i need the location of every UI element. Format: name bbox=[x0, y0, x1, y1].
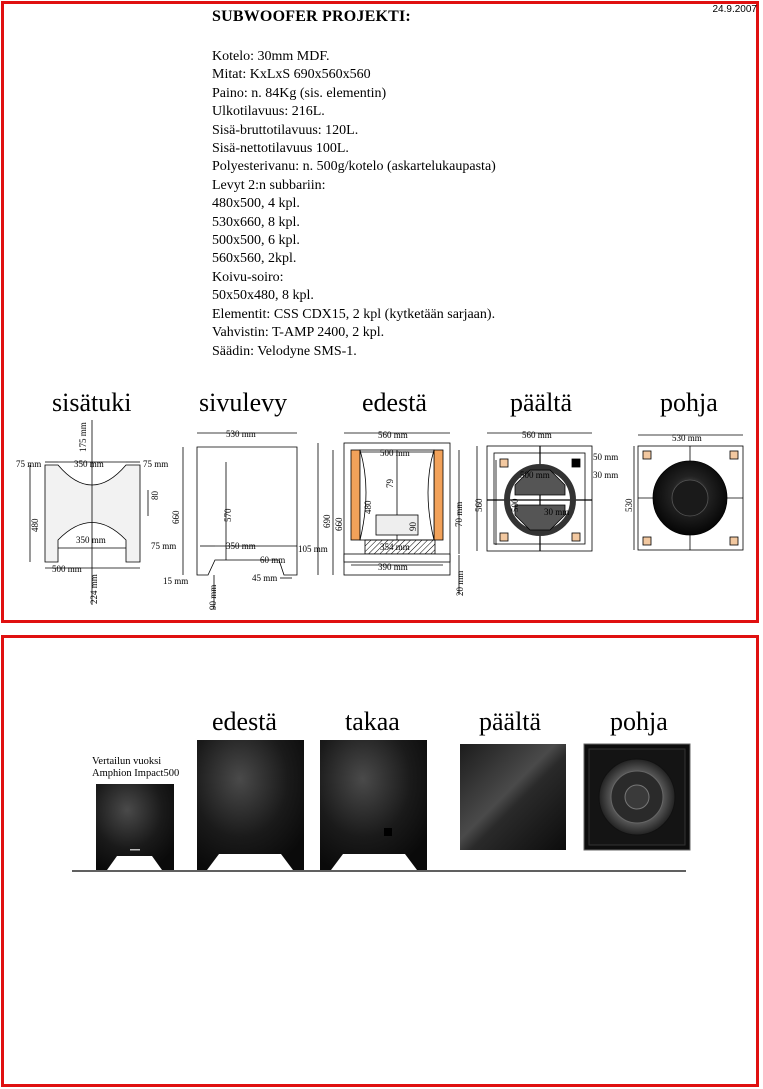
corner-block bbox=[642, 450, 652, 460]
paalta-dim-30: 30 mm bbox=[593, 470, 618, 480]
spec-line: 50x50x480, 8 kpl. bbox=[212, 288, 314, 304]
spec-line: Kotelo: 30mm MDF. bbox=[212, 49, 330, 64]
spec-line: Vahvistin: T-AMP 2400, 2 kpl. bbox=[212, 325, 385, 341]
top-label: päältä bbox=[479, 707, 542, 736]
paalta-dim-30-center: 30 mm bbox=[544, 507, 569, 517]
page-title: SUBWOOFER PROJEKTI: bbox=[212, 8, 411, 25]
corner-block bbox=[642, 536, 652, 546]
spec-line: Paino: n. 84Kg (sis. elementin) bbox=[212, 85, 387, 101]
drawings-svg: 175 mm 75 mm 350 mm 75 mm 80 480 350 mm … bbox=[16, 420, 744, 610]
sivulevy-title: sivulevy bbox=[199, 388, 288, 417]
spec-line: Mitat: KxLxS 690x560x560 bbox=[212, 67, 371, 83]
side-panel-right bbox=[433, 449, 444, 541]
paalta-dim-500-h: 500 mm bbox=[520, 470, 550, 480]
spec-line: Koivu-soiro: bbox=[212, 269, 284, 285]
spec-line: Polyesterivanu: n. 500g/kotelo (askartel… bbox=[212, 159, 496, 175]
edesta-dim-480: 480 bbox=[363, 500, 373, 514]
sisatuki-dim-75-right: 75 mm bbox=[143, 459, 168, 469]
edesta-dim-390: 390 mm bbox=[378, 562, 408, 572]
sivulevy-dim-105: 105 mm bbox=[298, 544, 328, 554]
spec-list: Kotelo: 30mm MDF. Mitat: KxLxS 690x560x5… bbox=[212, 48, 496, 361]
sisatuki-dim-175: 175 mm bbox=[78, 422, 88, 452]
sisatuki-drawing bbox=[29, 420, 149, 605]
sisatuki-dim-75-left: 75 mm bbox=[16, 459, 41, 469]
edesta-dim-500: 500 mm bbox=[380, 448, 410, 458]
spec-line: 500x500, 6 kpl. bbox=[212, 233, 300, 249]
spec-line: 530x660, 8 kpl. bbox=[212, 214, 300, 230]
back-label: takaa bbox=[345, 707, 400, 736]
paalta-drawing bbox=[476, 432, 593, 552]
sivulevy-dim-45: 45 mm bbox=[252, 573, 277, 583]
corner-block bbox=[571, 532, 581, 542]
sisatuki-dim-480: 480 bbox=[30, 518, 40, 532]
front-label: edestä bbox=[212, 707, 277, 736]
spec-line: Elementit: CSS CDX15, 2 kpl (kytketään s… bbox=[212, 306, 496, 322]
pohja-dim-530-top: 530 mm bbox=[672, 433, 702, 443]
edesta-title: edestä bbox=[362, 388, 427, 417]
reference-caption-line1: Vertailun vuoksi bbox=[92, 756, 162, 767]
sivulevy-dim-350: 350 mm bbox=[226, 541, 256, 551]
edesta-dim-660: 660 bbox=[334, 517, 344, 531]
sivulevy-drawing bbox=[182, 432, 298, 610]
edesta-drawing bbox=[317, 432, 460, 595]
pohja-title: pohja bbox=[660, 388, 718, 417]
sisatuki-dim-500: 500 mm bbox=[52, 564, 82, 574]
edesta-dim-79: 79 bbox=[385, 479, 395, 489]
reference-caption: Vertailun vuoksi Amphion Impact500 bbox=[92, 756, 179, 780]
pohja-drawing bbox=[633, 434, 744, 551]
paalta-dim-560-top: 560 mm bbox=[522, 430, 552, 440]
sisatuki-title: sisätuki bbox=[52, 388, 132, 417]
reference-caption-line2: Amphion Impact500 bbox=[92, 768, 180, 779]
paalta-dim-560-v: 560 bbox=[474, 498, 484, 512]
corner-block bbox=[499, 532, 509, 542]
sivulevy-dim-60: 60 mm bbox=[260, 555, 285, 565]
sivulevy-dim-660: 660 bbox=[171, 510, 181, 524]
sivulevy-dim-530: 530 mm bbox=[226, 429, 256, 439]
sisatuki-dim-350-bottom: 350 mm bbox=[76, 535, 106, 545]
paalta-dim-500-v: 500 bbox=[510, 498, 520, 512]
bottom-panel bbox=[1, 635, 759, 1087]
edesta-dim-560: 560 mm bbox=[378, 430, 408, 440]
corner-block bbox=[729, 536, 739, 546]
sisatuki-dim-224: 224 mm bbox=[89, 574, 99, 604]
edesta-dim-354: 354 mm bbox=[380, 542, 410, 552]
corner-block bbox=[729, 450, 739, 460]
bottom-label: pohja bbox=[610, 707, 668, 736]
sivulevy-dim-90: 90 mm bbox=[208, 585, 218, 610]
paalta-title: päältä bbox=[510, 388, 573, 417]
spec-line: Säädin: Velodyne SMS-1. bbox=[212, 343, 357, 359]
sivulevy-dim-75: 75 mm bbox=[151, 541, 176, 551]
side-panel-left bbox=[350, 449, 361, 541]
spec-line: Ulkotilavuus: 216L. bbox=[212, 104, 325, 120]
edesta-dim-70: 70 mm bbox=[454, 502, 464, 527]
sisatuki-dim-350-top: 350 mm bbox=[74, 459, 104, 469]
spec-line: Sisä-nettotilavuus 100L. bbox=[212, 141, 349, 157]
corner-block bbox=[571, 458, 581, 468]
spec-line: 480x500, 4 kpl. bbox=[212, 196, 300, 212]
edesta-dim-20: 20 mm bbox=[455, 571, 465, 596]
sisatuki-dim-80: 80 bbox=[150, 491, 160, 501]
corner-block bbox=[499, 458, 509, 468]
date-label: 24.9.2007 bbox=[712, 4, 758, 15]
edesta-dim-690: 690 bbox=[322, 514, 332, 528]
edesta-dim-90: 90 bbox=[408, 522, 418, 532]
spec-line: Levyt 2:n subbariin: bbox=[212, 177, 326, 193]
spec-line: Sisä-bruttotilavuus: 120L. bbox=[212, 122, 359, 138]
spec-line: 560x560, 2kpl. bbox=[212, 251, 297, 267]
pohja-dim-530-v: 530 bbox=[624, 498, 634, 512]
paalta-dim-50: 50 mm bbox=[593, 452, 618, 462]
sivulevy-dim-570: 570 bbox=[223, 508, 233, 522]
sivulevy-dim-15: 15 mm bbox=[163, 576, 188, 586]
